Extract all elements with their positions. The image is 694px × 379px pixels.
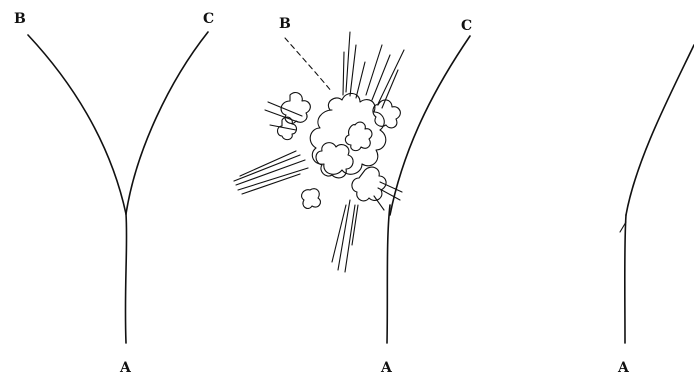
panel-2-branch-stem [387,205,390,343]
panel-3-branch-stem [625,215,626,343]
panel-1-label-c: C [203,11,214,27]
panel-1-branch-right-arm [126,32,208,214]
panel-1-branch-left-arm [28,35,126,214]
panel-1-branch-stem [125,214,126,343]
panel-3-remaining-branch: A [617,45,694,376]
panel-2-label-b: B [279,16,291,32]
panel-3-branch-right-arm [626,45,694,215]
panel-2-branch-right-arm [390,36,470,215]
panel-2-dashed-branch-b [285,38,332,92]
panel-1-intact-branch: B C A [14,11,214,376]
panel-2-exploding-branch: B C A [234,16,472,376]
panel-1-label-a: A [119,360,132,376]
panel-2-label-c: C [461,18,472,34]
panel-1-label-b: B [14,11,26,27]
panel-3-label-a: A [617,360,630,376]
panel-2-label-a: A [380,360,393,376]
explosion-icon [234,32,404,272]
